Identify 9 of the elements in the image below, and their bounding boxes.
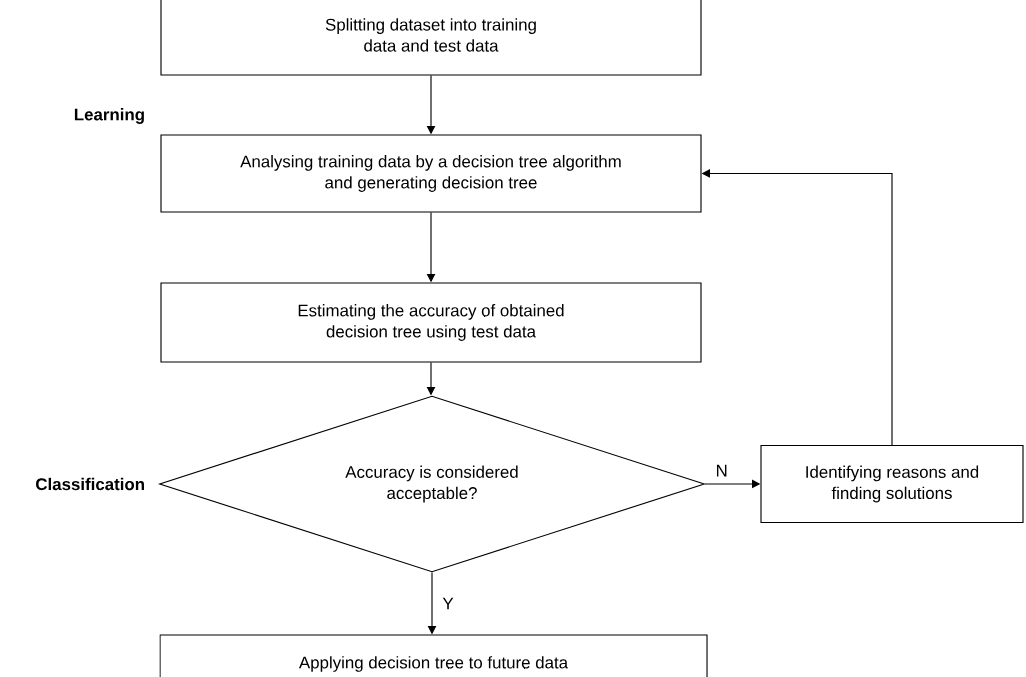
process-box: Splitting dataset into training data and test data (160, 0, 702, 76)
stage-label: Classification (36, 477, 144, 491)
process-box: Analysing training data by a decision tree algorithm and generating decision tree (160, 134, 702, 213)
edge-label: N (714, 463, 730, 478)
edge-label: Y (441, 596, 456, 611)
stage-label: Learning (74, 108, 144, 124)
process-box: Identifying reasons and finding solutions (760, 444, 1024, 524)
process-box: Applying decision tree to future data (159, 634, 708, 677)
process-box: Estimating the accuracy of obtained decision tree using test data (160, 282, 702, 363)
